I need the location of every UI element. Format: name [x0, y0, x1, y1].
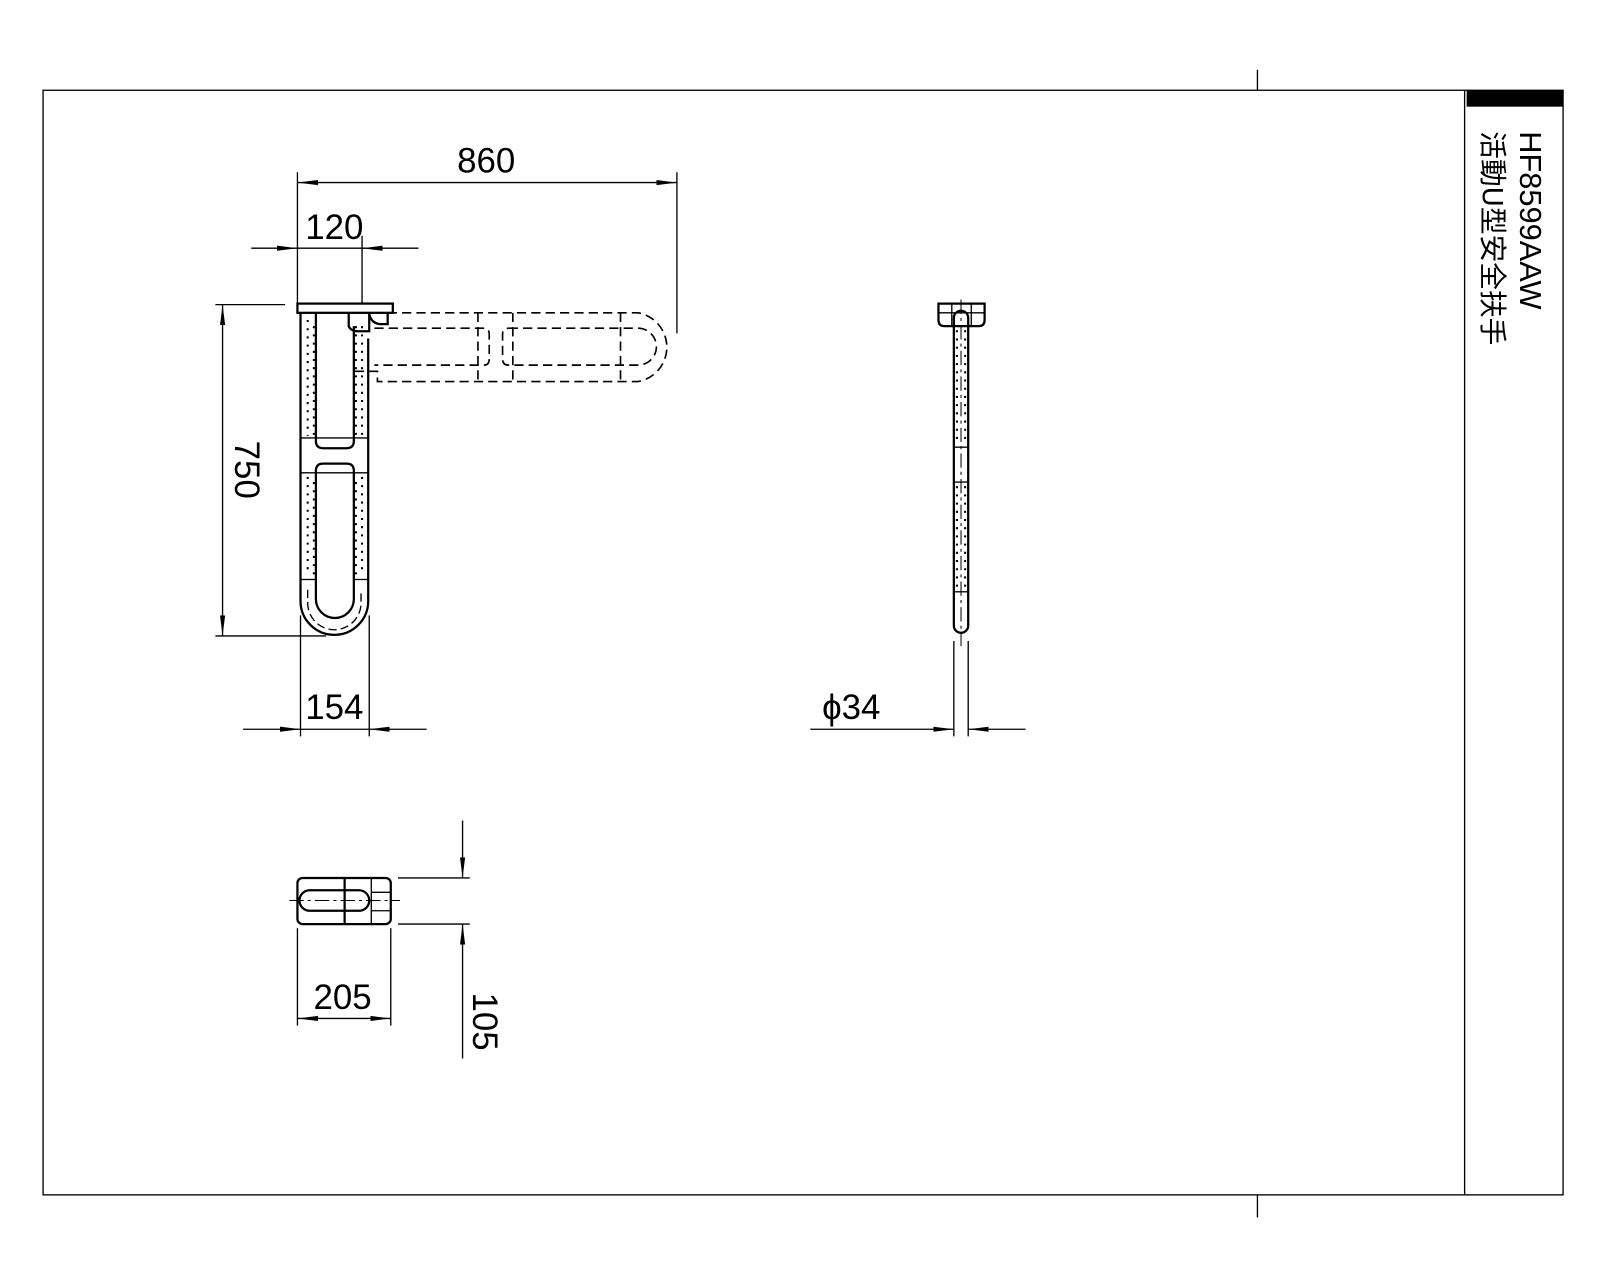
hinge	[347, 312, 371, 333]
dim-total-width: 860	[457, 141, 515, 180]
u-bar-raised-inner-2	[501, 327, 658, 366]
wall-plate	[296, 302, 394, 314]
dim-bar-width: 154	[305, 688, 363, 727]
dim-height: 750	[227, 441, 266, 499]
u-bar-raised-inner-1	[374, 327, 491, 366]
dim-base-height: 105	[465, 992, 504, 1050]
drawing-frame	[42, 69, 1564, 1218]
u-bar-raised-outline	[353, 311, 668, 383]
side-tube	[952, 326, 970, 634]
model-number: HF8599AAW	[1513, 131, 1548, 309]
base-slot	[298, 889, 371, 912]
product-name: 活動U型安全扶手	[1476, 131, 1509, 345]
dim-base-width: 205	[313, 978, 371, 1017]
side-bracket	[937, 302, 986, 328]
u-bar-outer	[299, 312, 370, 636]
side-view: ϕ34	[810, 299, 1026, 737]
u-bar-inner-lower	[314, 462, 355, 619]
u-bar-inner-upper	[314, 312, 355, 450]
dim-plate-width: 120	[305, 208, 363, 247]
front-view: 860 120 750 154	[215, 141, 678, 737]
title-block: HF8599AAW 活動U型安全扶手	[1476, 131, 1548, 345]
base-view: 105 205	[289, 820, 504, 1059]
dim-diameter: ϕ34	[822, 688, 880, 727]
